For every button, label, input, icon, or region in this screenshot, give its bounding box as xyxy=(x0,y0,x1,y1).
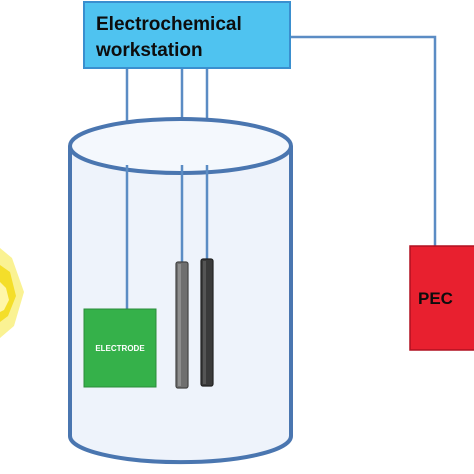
working-electrode: ELECTRODE xyxy=(83,308,157,388)
counter-electrode-rod xyxy=(175,261,189,389)
reference-electrode-rod xyxy=(200,258,214,387)
wire-to-pec xyxy=(290,35,437,246)
workstation-label-line2: workstation xyxy=(95,40,203,61)
workstation-label-line1: Electrochemical xyxy=(96,14,242,35)
pec-label: PEC xyxy=(418,289,453,308)
light-source-icon xyxy=(0,248,24,338)
cell-rim xyxy=(68,117,293,175)
pec-box: PEC xyxy=(409,245,474,351)
electrochemical-workstation: Electrochemical workstation xyxy=(83,1,291,69)
electrode-label: ELECTRODE xyxy=(95,344,145,353)
